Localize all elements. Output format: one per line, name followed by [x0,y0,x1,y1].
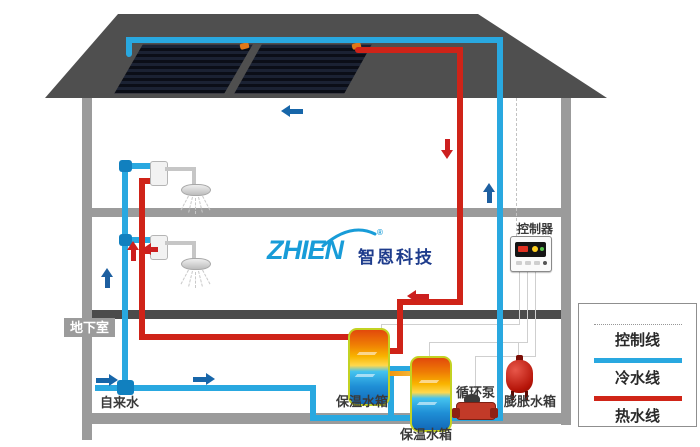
legend-hot-line-swatch [593,396,682,401]
hot-downcomer-arrow-icon [441,139,453,159]
ground-floor-slab [92,310,561,319]
shower-mixer-valve [150,161,168,186]
tap-inlet-right-arrow-icon [96,374,118,386]
shower-spray [180,269,189,285]
expansion-tank-icon [506,360,533,393]
second-floor-slab [92,208,561,217]
cold-pipe-shower1-branch [122,163,160,169]
tank-transfer-pipe [382,371,414,376]
cold-pipe-roof-hook [126,37,132,57]
shower-head-icon [181,184,211,196]
cold-pipe-tap-drop [310,385,316,421]
pipe-tee-joint [119,160,132,172]
pump-flange [452,408,460,418]
shower-arm [192,241,196,259]
shower-arm [192,167,196,185]
legend-cold-label: 冷水线 [614,370,660,387]
control-line [527,270,528,342]
zhien-logo: ZHIEN ® 智恩科技 [263,228,443,268]
shower-spray [195,272,196,288]
cold-pipe-tap-main [95,385,316,391]
logo-registered-mark: ® [377,228,383,237]
legend-item-hot: 热水线 [579,396,696,434]
hot-pipe-shower1-stub [139,178,155,184]
expansion-tank-label: 膨胀水箱 [504,394,557,409]
hot-pipe-roof-header [355,47,463,53]
pump-label: 循环泵 [456,385,496,400]
legend-cold-line-swatch [593,358,682,363]
hot-pipe-supply-main [143,334,353,340]
control-line [516,98,517,236]
controller-icon [510,236,552,272]
basement-label: 地下室 [64,318,116,337]
hot-pipe-jog [397,299,463,305]
pump-motor-icon [464,394,480,404]
control-line [381,324,382,330]
cold-pipe-shower-riser [122,163,128,389]
insulated-tank-1 [348,328,390,406]
legend-item-cold: 冷水线 [579,358,696,396]
tank1-label: 保温水箱 [336,394,389,409]
hot-riser-up-arrow-icon [127,241,139,261]
legend-hot-label: 热水线 [614,408,660,425]
shower-head-icon [181,258,211,270]
shower-spray [198,270,203,287]
shower-spray [195,198,196,214]
hot-pipe-shower-riser [139,178,145,340]
legend-control-label: 控制线 [614,332,660,349]
cold-pipe-roof-riser [497,37,503,415]
pipe-tee-joint [117,380,134,395]
cold-pipe-basement-run [310,415,503,421]
hot-return-left-arrow-icon [407,290,429,302]
tap-flow-right-arrow-icon [193,373,215,385]
shower-arm [165,241,196,245]
control-line [429,342,430,358]
left-wall [82,98,92,440]
logo-swoosh-icon [321,228,377,248]
hot-pipe-tank1-drop [397,299,403,354]
control-line [519,270,520,324]
cold-pipe-roof-header [126,37,503,43]
tank2-label: 保温水箱 [400,427,453,442]
shower-spray [202,269,211,285]
insulated-tank-2 [410,356,452,432]
shower-spray [188,270,193,287]
control-line [475,356,476,396]
right-wall [561,98,571,425]
control-line [518,342,519,360]
legend: 控制线 冷水线 热水线 [578,303,697,427]
control-line [381,324,520,325]
control-line [429,342,528,343]
logo-company-text: 智恩科技 [358,248,434,267]
tap-water-label: 自来水 [100,395,140,410]
cold-pipe-tank2-drop [388,366,394,418]
legend-control-line-swatch [593,324,682,325]
control-line [475,356,536,357]
cold-riser-up-arrow-icon [483,183,495,203]
hot-branch-left-arrow-icon [142,243,158,255]
expansion-tank-leg [525,391,528,400]
expansion-tank-leg [511,391,514,400]
pump-flange [490,408,498,418]
controller-label: 控制器 [517,222,554,236]
hot-pipe-downcomer [457,47,463,305]
control-line [535,270,536,356]
legend-item-control: 控制线 [579,324,696,358]
shower-arm [165,167,196,171]
hot-pipe-tank1-inlet [382,348,403,354]
attic-flow-left-arrow-icon [281,105,303,117]
shower-riser-up-arrow-icon [101,268,113,288]
cold-pipe-tank2-inlet [388,366,414,372]
expansion-tank-valve [516,355,523,362]
